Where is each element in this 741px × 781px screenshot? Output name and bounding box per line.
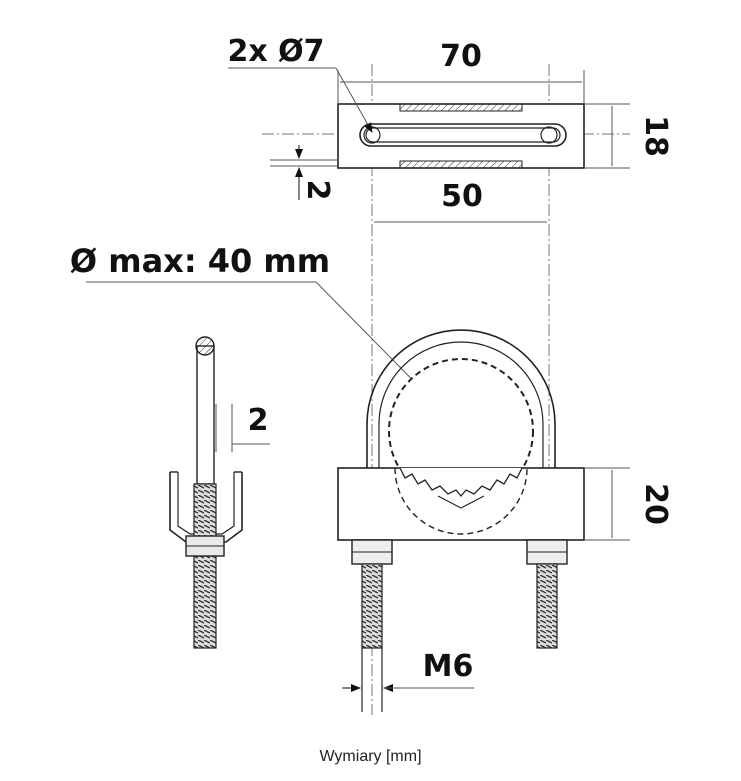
hole-spec-label: 2x Ø7 xyxy=(227,34,324,69)
dim-block-height: 20 xyxy=(584,467,673,541)
dim-rod-gap: 2 xyxy=(215,403,270,452)
hole-right xyxy=(540,126,558,144)
plate-top-view xyxy=(262,64,630,715)
clamp-side-view xyxy=(169,336,243,649)
dim-thread: M6 xyxy=(342,649,474,692)
plate-length-label: 70 xyxy=(440,39,482,74)
rod-gap-label: 2 xyxy=(248,403,269,438)
plate-thickness-label: 2 xyxy=(300,180,335,201)
dim-hole-spec: 2x Ø7 xyxy=(227,34,373,133)
dim-plate-length: 70 xyxy=(337,39,585,104)
clamp-front-view xyxy=(337,329,585,712)
dim-plate-width: 18 xyxy=(584,103,673,169)
caption: Wymiary [mm] xyxy=(319,748,422,765)
dim-plate-thickness: 2 xyxy=(270,145,338,200)
hole-spacing-label: 50 xyxy=(441,179,483,214)
thread-label: M6 xyxy=(423,649,474,684)
max-diameter-label: Ø max: 40 mm xyxy=(70,242,330,280)
dim-max-diameter: Ø max: 40 mm xyxy=(70,242,457,425)
plate-width-label: 18 xyxy=(638,115,673,157)
dim-hole-spacing: 50 xyxy=(374,179,547,223)
block-height-label: 20 xyxy=(638,483,673,525)
